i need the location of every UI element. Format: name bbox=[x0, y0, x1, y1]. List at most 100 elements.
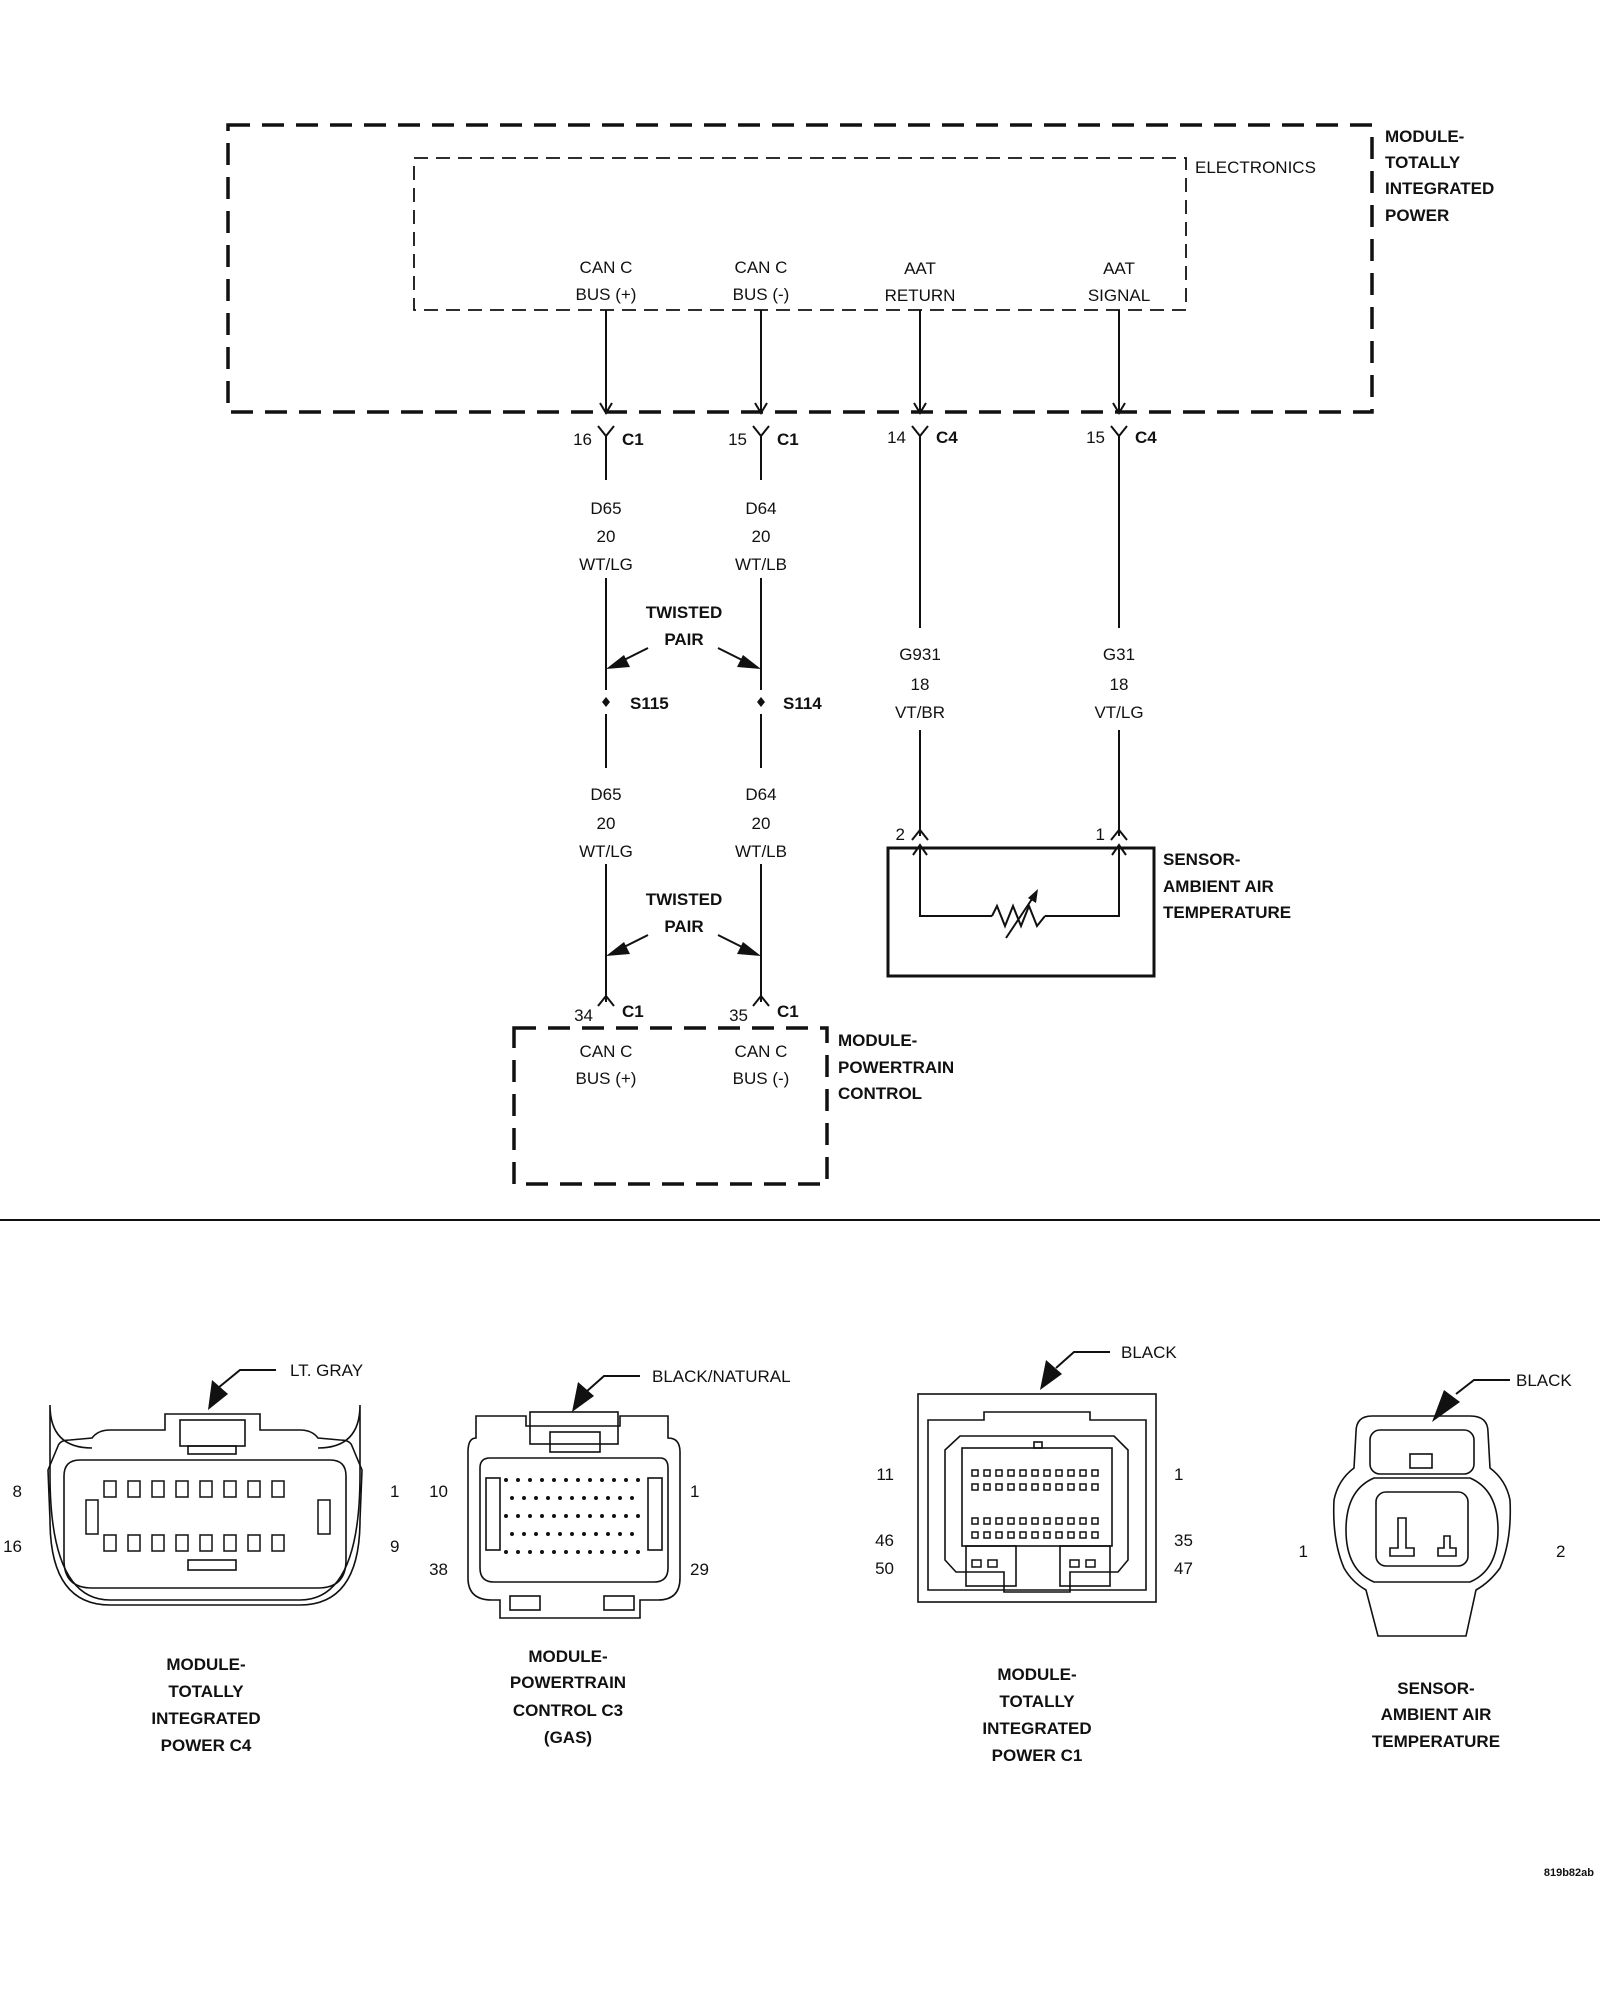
connector-tipm-c1: BLACK 11 1 46 35 50 47 MODULE- TOTALLY I… bbox=[875, 1343, 1193, 1765]
connector-3-pin-11: 11 bbox=[876, 1465, 894, 1484]
svg-text:D65: D65 bbox=[590, 785, 621, 804]
tipm-electronics-outline bbox=[413, 157, 1187, 311]
splice-s115: S115 bbox=[602, 694, 669, 713]
connector-sensor-aat: BLACK 1 2 SENSOR- AMBIENT AIR TEMPERATUR… bbox=[1299, 1371, 1573, 1751]
connector-pcm-c3: BLACK/NATURAL 10 1 38 29 MODULE- POWERTR… bbox=[429, 1367, 790, 1747]
connector-3-pin-35: 35 bbox=[1174, 1531, 1193, 1550]
svg-text:RETURN: RETURN bbox=[885, 286, 956, 305]
svg-text:G31: G31 bbox=[1103, 645, 1135, 664]
svg-text:MODULE-: MODULE- bbox=[528, 1647, 607, 1666]
svg-text:VT/BR: VT/BR bbox=[895, 703, 945, 722]
tipm-pin-aat-return: AAT RETURN bbox=[885, 259, 956, 305]
pcm-cavity-34-c1: 34 C1 bbox=[574, 1002, 644, 1025]
svg-text:INTEGRATED: INTEGRATED bbox=[1385, 179, 1494, 198]
svg-text:C1: C1 bbox=[777, 1002, 799, 1021]
tipm-title: MODULE- TOTALLY INTEGRATED POWER bbox=[1385, 127, 1494, 225]
svg-text:WT/LG: WT/LG bbox=[579, 555, 633, 574]
connector-2-color: BLACK/NATURAL bbox=[652, 1367, 791, 1386]
svg-text:MODULE-: MODULE- bbox=[1385, 127, 1464, 146]
sensor-title: SENSOR- AMBIENT AIR TEMPERATURE bbox=[1163, 850, 1291, 922]
connector-2-pin-1: 1 bbox=[690, 1482, 699, 1501]
svg-text:POWER C1: POWER C1 bbox=[992, 1746, 1083, 1765]
svg-text:G931: G931 bbox=[899, 645, 941, 664]
svg-text:CAN C: CAN C bbox=[580, 258, 633, 277]
connector-2-caption: MODULE- POWERTRAIN CONTROL C3 (GAS) bbox=[510, 1647, 626, 1747]
wire-label-d65-lower: D65 20 WT/LG bbox=[579, 785, 633, 861]
svg-text:S114: S114 bbox=[783, 694, 822, 713]
svg-text:INTEGRATED: INTEGRATED bbox=[151, 1709, 260, 1728]
svg-text:TEMPERATURE: TEMPERATURE bbox=[1372, 1732, 1500, 1751]
svg-text:VT/LG: VT/LG bbox=[1094, 703, 1143, 722]
svg-text:CAN C: CAN C bbox=[735, 1042, 788, 1061]
connector-4-caption: SENSOR- AMBIENT AIR TEMPERATURE bbox=[1372, 1679, 1500, 1751]
svg-text:INTEGRATED: INTEGRATED bbox=[982, 1719, 1091, 1738]
svg-text:SENSOR-: SENSOR- bbox=[1163, 850, 1240, 869]
svg-text:POWERTRAIN: POWERTRAIN bbox=[838, 1058, 954, 1077]
connector-1-pin-16: 16 bbox=[3, 1537, 22, 1556]
tipm-cavity-16-c1: 16 C1 bbox=[573, 430, 644, 449]
tipm-cavity-15-c1: 15 C1 bbox=[728, 430, 799, 449]
svg-text:TOTALLY: TOTALLY bbox=[1385, 153, 1461, 172]
svg-text:15: 15 bbox=[1086, 428, 1105, 447]
connector-3-caption: MODULE- TOTALLY INTEGRATED POWER C1 bbox=[982, 1665, 1091, 1765]
connector-4-pin-2: 2 bbox=[1556, 1542, 1565, 1561]
svg-text:20: 20 bbox=[752, 527, 771, 546]
sensor-aat: 2 1 bbox=[886, 825, 1156, 978]
svg-text:BUS (-): BUS (-) bbox=[733, 1069, 790, 1088]
svg-text:POWER: POWER bbox=[1385, 206, 1449, 225]
svg-text:MODULE-: MODULE- bbox=[838, 1031, 917, 1050]
connector-1-pin-8: 8 bbox=[13, 1482, 22, 1501]
connector-3-color: BLACK bbox=[1121, 1343, 1177, 1362]
svg-text:WT/LB: WT/LB bbox=[735, 555, 787, 574]
wire-label-d64-upper: D64 20 WT/LB bbox=[735, 499, 787, 574]
wire-label-g31: G31 18 VT/LG bbox=[1094, 645, 1143, 722]
figure-id: 819b82ab bbox=[1544, 1867, 1594, 1879]
svg-text:D64: D64 bbox=[745, 499, 776, 518]
wire-d65 bbox=[597, 310, 615, 1007]
connector-3-pin-50: 50 bbox=[875, 1559, 894, 1578]
svg-text:PAIR: PAIR bbox=[664, 917, 703, 936]
svg-text:(GAS): (GAS) bbox=[544, 1728, 592, 1747]
svg-text:35: 35 bbox=[729, 1006, 748, 1025]
svg-text:16: 16 bbox=[573, 430, 592, 449]
sensor-outline bbox=[886, 846, 1156, 978]
connector-tipm-c4: LT. GRAY 8 1 16 9 MODULE- TOTALLY INTEGR… bbox=[3, 1361, 399, 1755]
svg-text:POWERTRAIN: POWERTRAIN bbox=[510, 1673, 626, 1692]
tipm-pin-can-minus: CAN C BUS (-) bbox=[733, 258, 790, 304]
svg-text:TWISTED: TWISTED bbox=[646, 890, 723, 909]
connector-1-pin-9: 9 bbox=[390, 1537, 399, 1556]
tipm-pin-can-plus: CAN C BUS (+) bbox=[576, 258, 637, 304]
svg-text:C4: C4 bbox=[936, 428, 958, 447]
svg-text:BUS (+): BUS (+) bbox=[576, 285, 637, 304]
wire-d64 bbox=[752, 310, 770, 1007]
svg-text:TWISTED: TWISTED bbox=[646, 603, 723, 622]
svg-text:14: 14 bbox=[887, 428, 906, 447]
svg-text:C1: C1 bbox=[622, 430, 644, 449]
wire-label-g931: G931 18 VT/BR bbox=[895, 645, 945, 722]
svg-text:AMBIENT AIR: AMBIENT AIR bbox=[1381, 1705, 1492, 1724]
svg-text:POWER C4: POWER C4 bbox=[161, 1736, 252, 1755]
svg-text:15: 15 bbox=[728, 430, 747, 449]
wire-g931 bbox=[911, 310, 929, 841]
connector-1-color: LT. GRAY bbox=[290, 1361, 363, 1380]
svg-text:AMBIENT AIR: AMBIENT AIR bbox=[1163, 877, 1274, 896]
svg-text:C1: C1 bbox=[777, 430, 799, 449]
pcm-title: MODULE- POWERTRAIN CONTROL bbox=[838, 1031, 954, 1103]
connector-2-pin-38: 38 bbox=[429, 1560, 448, 1579]
svg-text:TEMPERATURE: TEMPERATURE bbox=[1163, 903, 1291, 922]
svg-text:SIGNAL: SIGNAL bbox=[1088, 286, 1150, 305]
tipm-pin-aat-signal: AAT SIGNAL bbox=[1088, 259, 1150, 305]
pcm-pin-can-minus: CAN C BUS (-) bbox=[733, 1042, 790, 1088]
connector-2-pin-29: 29 bbox=[690, 1560, 709, 1579]
svg-text:BUS (+): BUS (+) bbox=[576, 1069, 637, 1088]
connector-4-pin-1: 1 bbox=[1299, 1542, 1308, 1561]
tipm-cavity-15-c4: 15 C4 bbox=[1086, 428, 1157, 447]
svg-text:CONTROL C3: CONTROL C3 bbox=[513, 1701, 623, 1720]
connector-4-color: BLACK bbox=[1516, 1371, 1572, 1390]
svg-text:C1: C1 bbox=[622, 1002, 644, 1021]
wire-g31 bbox=[1110, 310, 1128, 841]
splice-s114: S114 bbox=[757, 694, 822, 713]
connector-1-caption: MODULE- TOTALLY INTEGRATED POWER C4 bbox=[151, 1655, 260, 1755]
